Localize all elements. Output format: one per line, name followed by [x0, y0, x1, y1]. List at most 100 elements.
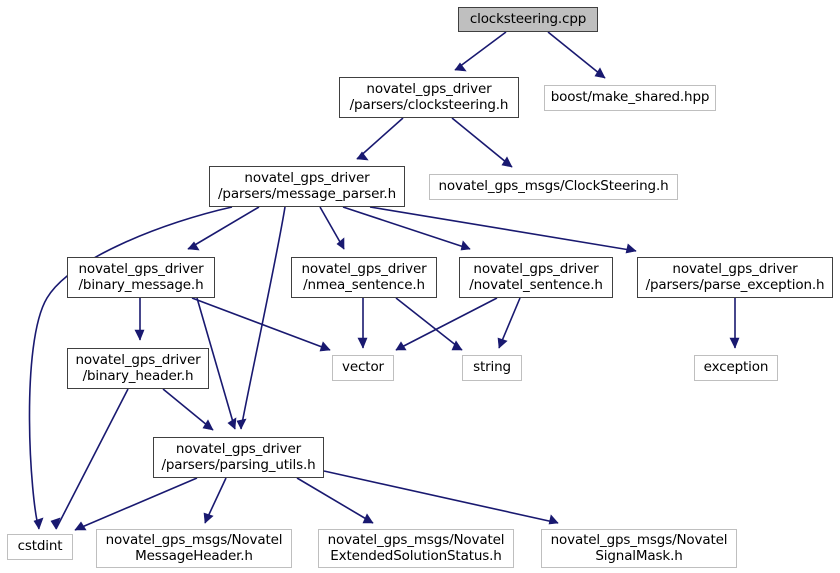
graph-node-label: string [473, 359, 511, 376]
arrowhead-icon [33, 517, 44, 530]
graph-node-boost_make_shared_hpp[interactable]: boost/make_shared.hpp [544, 85, 716, 111]
graph-node-cstdint[interactable]: cstdint [7, 534, 73, 560]
graph-node-label: novatel_gps_driver /parsers/parsing_util… [161, 441, 316, 473]
edge-novatel_sentence_h-to-string [497, 297, 521, 349]
edge-line [342, 206, 471, 250]
edge-line [191, 297, 331, 351]
edge-novatel_sentence_h-to-vector [395, 297, 498, 351]
graph-node-parsers_message_parser_h[interactable]: novatel_gps_driver /parsers/message_pars… [209, 166, 405, 207]
graph-node-label: novatel_gps_driver /parsers/message_pars… [218, 170, 396, 202]
edge-line [451, 117, 513, 168]
edge-line [55, 388, 129, 530]
graph-node-parsers_clocksteering_h[interactable]: novatel_gps_driver /parsers/clocksteerin… [339, 77, 519, 118]
edge-line [547, 31, 606, 79]
arrowhead-icon [501, 156, 513, 168]
graph-node-label: novatel_gps_msgs/Novatel SignalMask.h [550, 532, 728, 564]
edge-binary_message_h-to-parsers_parsing_utils_h [196, 297, 237, 430]
edge-line [369, 206, 637, 252]
graph-node-label: novatel_gps_driver /binary_message.h [78, 261, 204, 293]
arrowhead-icon [134, 329, 145, 341]
graph-node-label: novatel_gps_msgs/Novatel MessageHeader.h [105, 532, 283, 564]
edge-parsers_message_parser_h-to-novatel_sentence_h [342, 206, 471, 251]
graph-node-msgs_NovatelSignalMask_h[interactable]: novatel_gps_msgs/Novatel SignalMask.h [541, 529, 737, 568]
arrowhead-icon [454, 62, 467, 72]
edge-line [454, 31, 507, 71]
graph-node-label: cstdint [17, 538, 63, 555]
graph-node-binary_message_h[interactable]: novatel_gps_driver /binary_message.h [67, 257, 215, 298]
graph-node-label: vector [342, 359, 384, 376]
graph-node-novatel_sentence_h[interactable]: novatel_gps_driver /novatel_sentence.h [459, 257, 613, 298]
arrowhead-icon [236, 418, 247, 430]
edge-nmea_sentence_h-to-string [395, 297, 463, 351]
graph-node-msgs_NovatelExtendedSolutionStatus_h[interactable]: novatel_gps_msgs/Novatel ExtendedSolutio… [318, 529, 514, 568]
arrowhead-icon [460, 240, 471, 251]
graph-node-msgs_NovatelMessageHeader_h[interactable]: novatel_gps_msgs/Novatel MessageHeader.h [96, 529, 292, 568]
graph-node-label: novatel_gps_driver /parsers/clocksteerin… [349, 81, 509, 113]
graph-node-label: novatel_gps_driver /nmea_sentence.h [301, 261, 427, 293]
graph-node-clocksteering_cpp[interactable]: clocksteering.cpp [458, 7, 598, 32]
edge-parsers_message_parser_h-to-parse_exception_h [369, 206, 637, 254]
arrowhead-icon [227, 417, 237, 430]
arrowhead-icon [336, 237, 345, 250]
edge-parsers_clocksteering_h-to-msgs_clocksteering_h [451, 117, 513, 168]
edge-parsers_parsing_utils_h-to-msgs_NovatelSignalMask_h [323, 470, 559, 525]
arrowhead-icon [625, 243, 637, 254]
edge-binary_header_h-to-parsers_parsing_utils_h [162, 388, 214, 431]
arrowhead-icon [594, 67, 606, 79]
edge-line [395, 297, 498, 351]
arrowhead-icon [729, 337, 740, 349]
arrowhead-icon [50, 517, 61, 530]
edge-line [187, 206, 260, 250]
arrowhead-icon [395, 341, 407, 351]
edge-line [296, 477, 374, 524]
graph-node-vector[interactable]: vector [332, 355, 394, 381]
edge-clocksteering_cpp-to-boost_make_shared_hpp [547, 31, 606, 79]
arrowhead-icon [357, 337, 368, 349]
arrowhead-icon [451, 340, 463, 351]
arrowhead-icon [202, 419, 214, 431]
edge-line [240, 206, 286, 430]
arrowhead-icon [548, 514, 559, 525]
graph-node-parse_exception_h[interactable]: novatel_gps_driver /parsers/parse_except… [637, 257, 833, 298]
edge-clocksteering_cpp-to-parsers_clocksteering_h [454, 31, 507, 72]
graph-node-string[interactable]: string [462, 355, 522, 381]
graph-node-label: novatel_gps_driver /novatel_sentence.h [469, 261, 603, 293]
edge-parsers_message_parser_h-to-nmea_sentence_h [319, 206, 345, 250]
arrowhead-icon [74, 521, 87, 531]
edge-binary_header_h-to-cstdint [50, 388, 129, 530]
arrowhead-icon [187, 241, 200, 251]
graph-node-parsers_parsing_utils_h[interactable]: novatel_gps_driver /parsers/parsing_util… [153, 437, 324, 478]
graph-node-label: clocksteering.cpp [469, 10, 587, 27]
edge-parsers_clocksteering_h-to-parsers_message_parser_h [356, 117, 404, 161]
edge-nmea_sentence_h-to-vector [357, 298, 368, 349]
edge-parsers_message_parser_h-to-cstdint [28, 206, 233, 530]
edge-parsers_parsing_utils_h-to-cstdint [74, 477, 198, 531]
graph-node-binary_header_h[interactable]: novatel_gps_driver /binary_header.h [67, 348, 209, 389]
graph-node-label: boost/make_shared.hpp [550, 89, 710, 106]
edge-line [162, 388, 214, 431]
edge-parsers_message_parser_h-to-binary_message_h [187, 206, 260, 251]
graph-node-label: exception [703, 359, 769, 376]
graph-node-label: novatel_gps_msgs/Novatel ExtendedSolutio… [327, 532, 505, 564]
graph-node-label: novatel_gps_driver /parsers/parse_except… [645, 261, 825, 293]
arrowhead-icon [362, 513, 374, 524]
edge-line [196, 297, 236, 430]
graph-node-label: novatel_gps_driver /binary_header.h [75, 352, 201, 384]
edge-parse_exception_h-to-exception [729, 298, 740, 349]
graph-node-label: novatel_gps_msgs/ClockSteering.h [438, 178, 669, 195]
edge-line [28, 206, 233, 530]
edge-line [395, 297, 463, 351]
edge-line [356, 117, 404, 160]
graph-node-msgs_clocksteering_h[interactable]: novatel_gps_msgs/ClockSteering.h [429, 174, 678, 200]
edge-binary_message_h-to-binary_header_h [134, 298, 145, 341]
graph-node-nmea_sentence_h[interactable]: novatel_gps_driver /nmea_sentence.h [291, 257, 437, 298]
arrowhead-icon [497, 337, 508, 349]
edge-line [74, 477, 198, 531]
graph-node-exception[interactable]: exception [694, 355, 778, 381]
edge-binary_message_h-to-vector [191, 297, 331, 352]
edge-parsers_parsing_utils_h-to-msgs_NovatelMessageHeader_h [203, 477, 227, 524]
arrowhead-icon [319, 341, 331, 352]
arrowhead-icon [356, 151, 369, 161]
